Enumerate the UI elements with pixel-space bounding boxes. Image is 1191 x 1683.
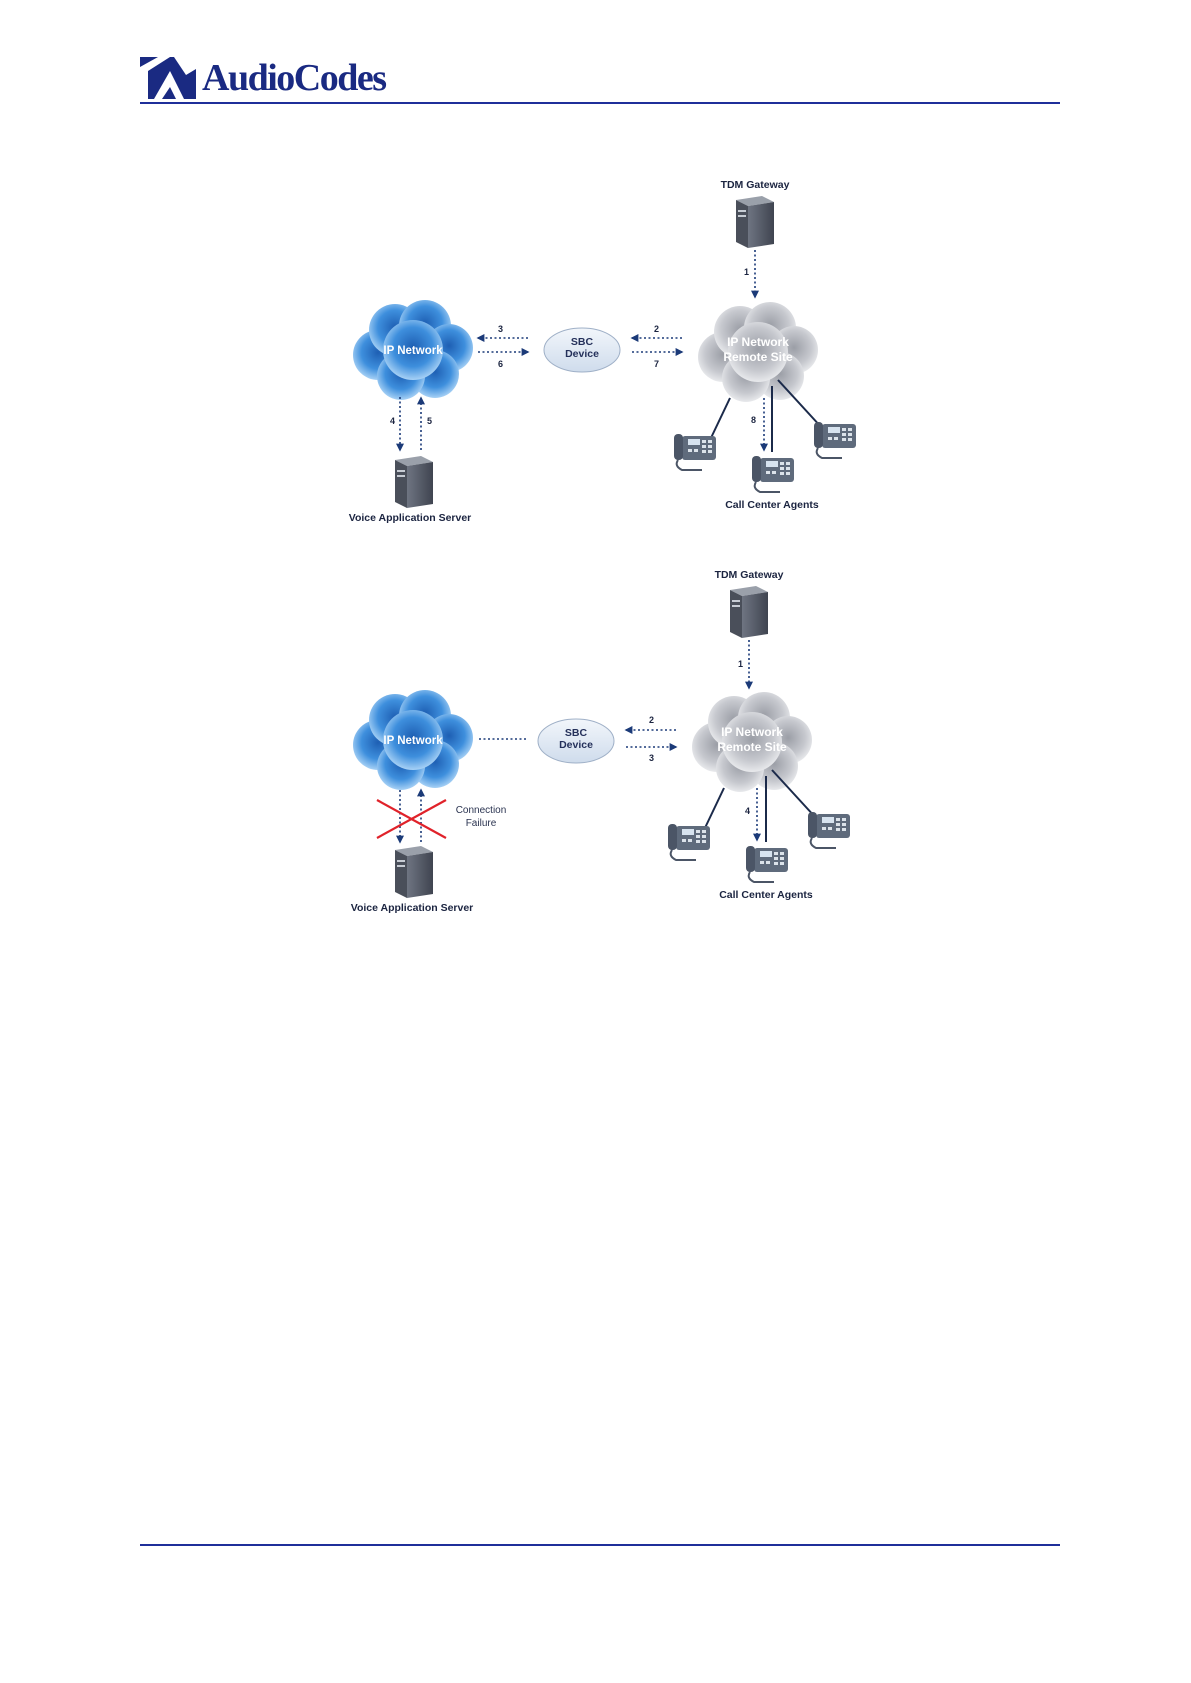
step-1-label: 1: [738, 659, 743, 669]
tdm-gateway-label: TDM Gateway: [715, 569, 784, 581]
voice-server-label: Voice Application Server: [349, 512, 472, 524]
step-6-label: 6: [498, 359, 503, 369]
remote-site-label-line2: Remote Site: [723, 350, 793, 364]
voice-server-label: Voice Application Server: [351, 902, 474, 914]
sbc-label-line1: SBC: [571, 336, 594, 348]
bottom-diagram: TDM Gateway IP Network IP Network Remote…: [351, 569, 850, 914]
step-2-label: 2: [654, 324, 659, 334]
ip-network-label: IP Network: [383, 345, 443, 357]
step-3-label: 3: [649, 753, 654, 763]
remote-site-label-line2: Remote Site: [717, 740, 787, 754]
sbc-label-line1: SBC: [565, 727, 588, 739]
tdm-gateway-icon: [736, 196, 774, 248]
step-2-label: 2: [649, 715, 654, 725]
voice-server-icon: [395, 846, 433, 898]
step-4-label: 4: [390, 416, 395, 426]
failure-label-line2: Failure: [466, 818, 497, 829]
voice-server-icon: [395, 456, 433, 508]
ip-network-label: IP Network: [383, 735, 443, 747]
connection-failure-cross-icon: [377, 800, 446, 838]
tdm-gateway-label: TDM Gateway: [721, 179, 790, 191]
agent-phone-icon: [668, 824, 710, 860]
remote-site-label-line1: IP Network: [721, 725, 783, 739]
footer-rule: [140, 1544, 1060, 1546]
step-5-label: 5: [427, 416, 432, 426]
failure-label-line1: Connection: [456, 805, 507, 816]
step-7-label: 7: [654, 359, 659, 369]
step-8-label: 8: [751, 415, 756, 425]
agent-phone-icon: [814, 422, 856, 458]
call-center-agents-label: Call Center Agents: [719, 889, 813, 901]
step-4-label: 4: [745, 806, 750, 816]
agent-phone-icon: [746, 846, 788, 882]
step-1-label: 1: [744, 267, 749, 277]
agent-phone-icon: [674, 434, 716, 470]
call-center-agents-label: Call Center Agents: [725, 499, 819, 511]
top-diagram: TDM Gateway IP Network IP Network Remote…: [349, 179, 856, 524]
tdm-gateway-icon: [730, 586, 768, 638]
remote-site-label-line1: IP Network: [727, 335, 789, 349]
agent-phone-icon: [808, 812, 850, 848]
step-3-label: 3: [498, 324, 503, 334]
agent-phone-icon: [752, 456, 794, 492]
sbc-label-line2: Device: [565, 348, 599, 360]
sbc-label-line2: Device: [559, 739, 593, 751]
